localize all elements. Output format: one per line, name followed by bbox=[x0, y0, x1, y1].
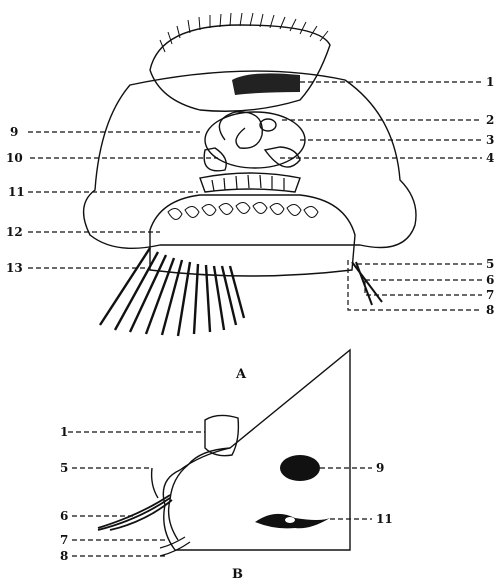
figure-b: 1 5 6 7 8 9 11 B bbox=[60, 350, 393, 581]
label-a-12: 12 bbox=[6, 225, 23, 239]
figure-a: 1 2 3 4 5 6 7 8 9 10 11 12 13 A bbox=[6, 13, 494, 382]
bristle-b bbox=[98, 495, 172, 530]
label-a-8: 8 bbox=[486, 303, 494, 317]
hair-5 bbox=[152, 468, 158, 498]
label-a-4: 4 bbox=[486, 151, 494, 165]
body-outline bbox=[84, 71, 416, 248]
lobe-left bbox=[204, 148, 226, 171]
label-a-2: 2 bbox=[486, 113, 494, 127]
label-a-10: 10 bbox=[6, 151, 23, 165]
label-b-8: 8 bbox=[60, 549, 68, 563]
label-a-1: 1 bbox=[486, 75, 494, 89]
label-a-6: 6 bbox=[486, 273, 494, 287]
head-bulge bbox=[169, 448, 230, 540]
label-b-7: 7 bbox=[60, 533, 68, 547]
label-a-13: 13 bbox=[6, 261, 23, 275]
caption-b: B bbox=[232, 567, 243, 581]
label-b-1: 1 bbox=[60, 425, 68, 439]
label-a-3: 3 bbox=[486, 133, 494, 147]
upper-lobe bbox=[150, 25, 330, 111]
label-a-9: 9 bbox=[10, 125, 18, 139]
scales bbox=[168, 202, 318, 219]
label-a-7: 7 bbox=[486, 288, 494, 302]
stalk bbox=[232, 73, 300, 95]
label-a-5: 5 bbox=[486, 257, 494, 271]
label-b-11: 11 bbox=[376, 512, 393, 526]
label-b-6: 6 bbox=[60, 509, 68, 523]
organ-9 bbox=[280, 455, 320, 481]
left-bristles bbox=[100, 248, 244, 336]
teeth-band bbox=[200, 173, 300, 192]
right-spine bbox=[352, 262, 382, 305]
coil-head bbox=[260, 119, 276, 131]
label-a-11: 11 bbox=[8, 185, 25, 199]
label-b-9: 9 bbox=[376, 461, 384, 475]
organ-11-core bbox=[285, 517, 295, 523]
caption-a: A bbox=[235, 367, 247, 382]
label-b-5: 5 bbox=[60, 461, 68, 475]
